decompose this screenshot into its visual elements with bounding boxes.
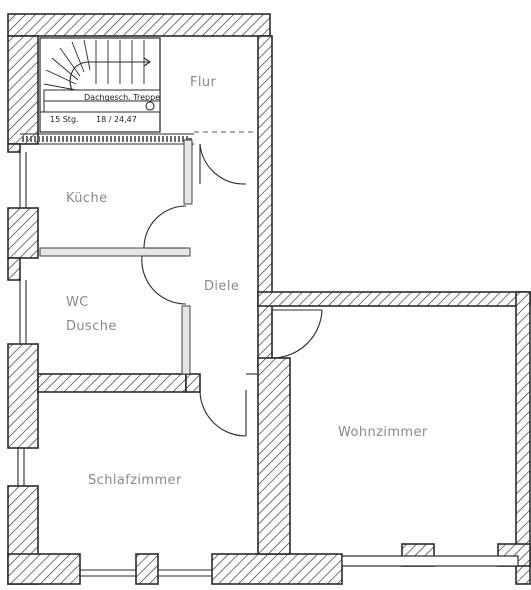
room-label-flur: Flur	[190, 75, 217, 90]
stair-annotation: Dachgesch. Treppe	[84, 93, 160, 102]
room-label-dusche: Dusche	[66, 319, 117, 334]
room-labels: Flur Küche WC Dusche Diele Schlafzimmer …	[66, 75, 428, 488]
stair-steps: 15 Stg.	[50, 115, 79, 124]
room-label-schlafzimmer: Schlafzimmer	[88, 473, 182, 488]
stair-dimensions: 18 / 24,47	[96, 115, 137, 124]
doors	[141, 143, 323, 437]
exterior-walls	[7, 13, 531, 585]
room-label-kueche: Küche	[66, 191, 108, 206]
interior-partitions	[17, 131, 258, 577]
room-label-wc: WC	[66, 295, 89, 310]
room-label-diele: Diele	[204, 279, 239, 294]
room-label-wohnzimmer: Wohnzimmer	[338, 425, 428, 440]
staircase: Dachgesch. Treppe 15 Stg. 18 / 24,47	[39, 37, 161, 133]
